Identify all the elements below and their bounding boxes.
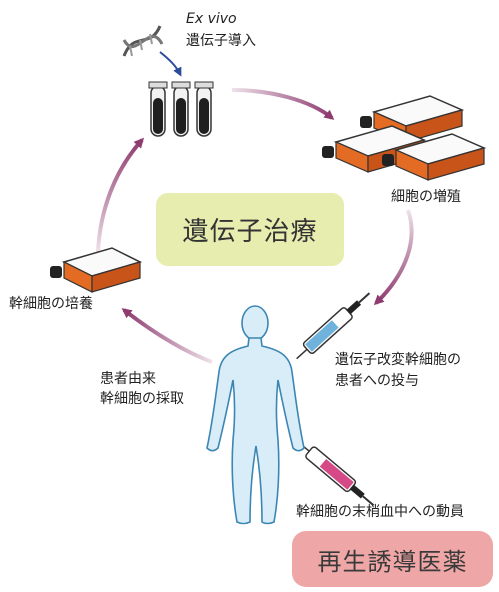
- arrow-tubes-to-flasks: [231, 88, 335, 120]
- regenerative-medicine-box: 再生誘導医薬: [292, 531, 493, 587]
- arrow-flasks-to-patient: [373, 209, 414, 306]
- stem-cell-culture-label: 幹細胞の培養: [9, 296, 93, 312]
- administer-label-line1: 遺伝子改変幹細胞の: [335, 352, 461, 368]
- arrow-culture-to-tubes: [96, 137, 145, 253]
- harvest-label-line1: 患者由来: [100, 371, 156, 387]
- gene-therapy-box: 遺伝子治療: [156, 193, 344, 266]
- gene-transfer-label: 遺伝子導入: [186, 33, 256, 49]
- mobilization-label: 幹細胞の末梢血中への動員: [296, 504, 464, 520]
- test-tubes-icon: [148, 81, 214, 137]
- syringe-pink-icon: [297, 441, 375, 506]
- culture-flask-stack-icon: [322, 95, 487, 181]
- syringe-blue-icon: [296, 292, 371, 360]
- human-body-icon: [206, 305, 305, 525]
- culture-flask-icon: [50, 247, 143, 293]
- arrow-patient-to-culture: [121, 308, 213, 364]
- cell-expansion-label: 細胞の増殖: [391, 189, 461, 205]
- ex-vivo-label: Ex vivo: [186, 11, 237, 27]
- harvest-label-line2: 幹細胞の採取: [100, 391, 184, 407]
- administer-label-line2: 患者への投与: [335, 373, 419, 389]
- dna-icon: [122, 25, 182, 77]
